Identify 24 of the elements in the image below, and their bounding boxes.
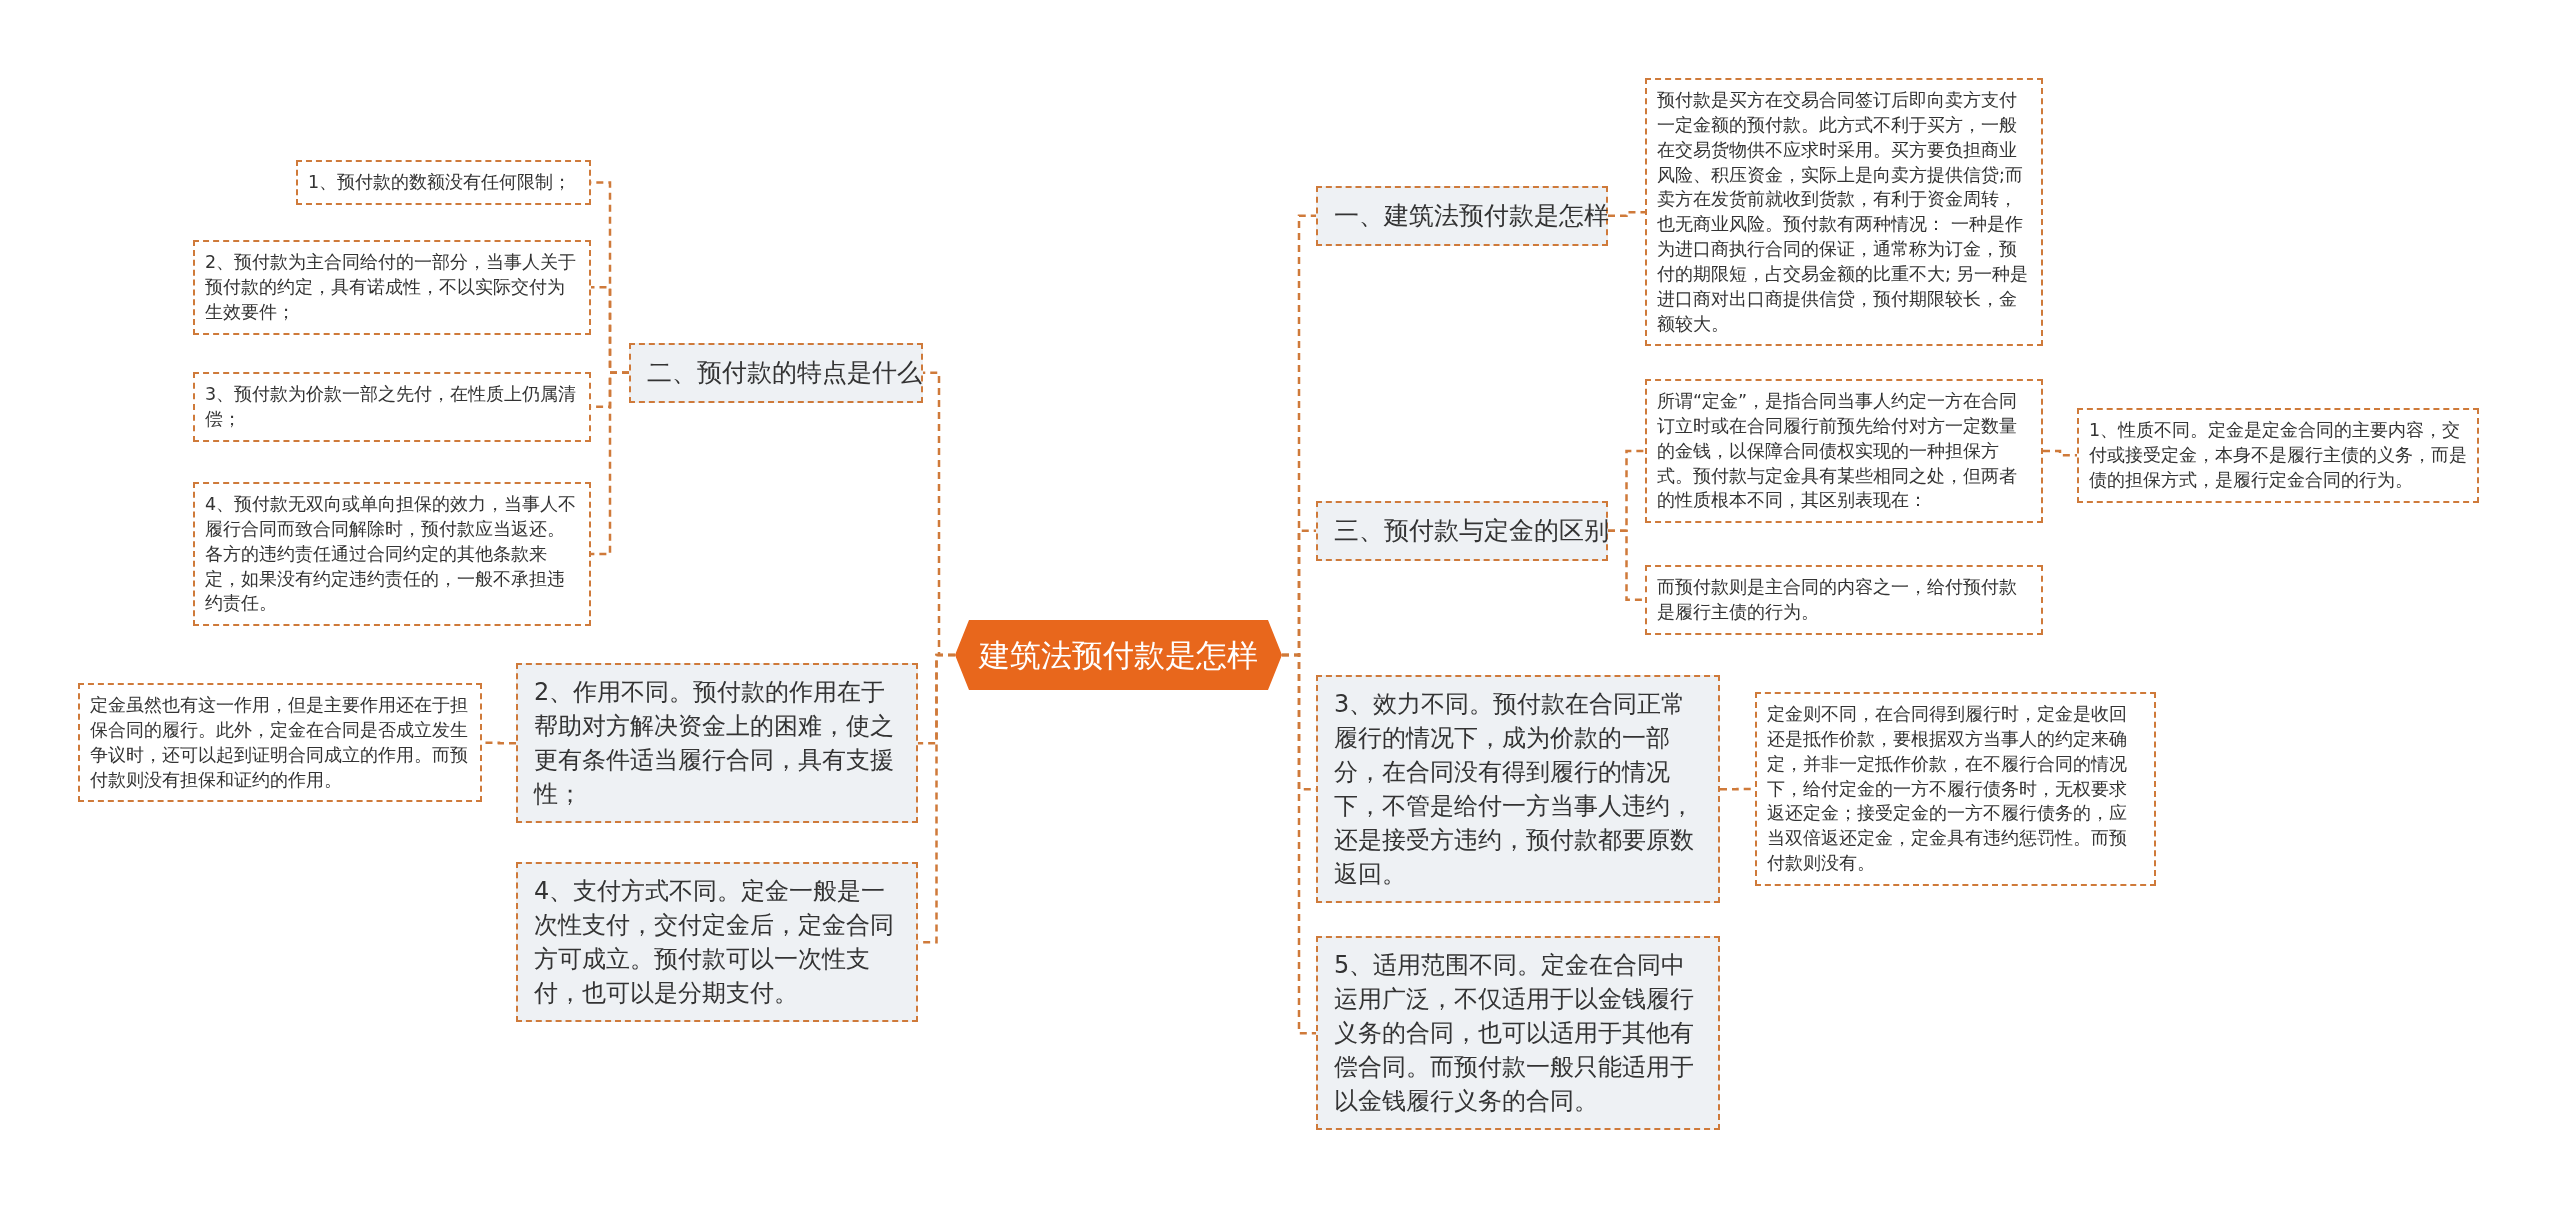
note-box: 而预付款则是主合同的内容之一，给付预付款是履行主债的行为。	[1645, 565, 2043, 635]
topic-box: 3、效力不同。预付款在合同正常履行的情况下，成为价款的一部分，在合同没有得到履行的情况下，不管是给付一方当事人违约，还是接受方违约，预付款都要原数返回。	[1316, 675, 1720, 904]
topic-box: 三、预付款与定金的区别	[1316, 501, 1608, 561]
note-box: 3、预付款为价款一部之先付，在性质上仍属清偿；	[193, 372, 591, 442]
note-box: 2、预付款为主合同给付的一部分，当事人关于预付款的约定，具有诺成性，不以实际交付为生效要件；	[193, 240, 591, 335]
topic-box: 一、建筑法预付款是怎样	[1316, 186, 1608, 246]
central-topic: 建筑法预付款是怎样	[955, 620, 1282, 690]
note-box: 预付款是买方在交易合同签订后即向卖方支付一定金额的预付款。此方式不利于买方，一般在交易货物供不应求时采用。买方要负担商业风险、积压资金，实际上是向卖方提供信贷;而卖方在发货前就收到货款，有利于资金周转，也无商业风险。预付款有两种情况： 一种是作为进口商执行合同的保证，通常称为订金，预付的期限短，占交易金额的比重不大; 另一种是进口商对出口商提供信贷，预付期限较长，金额较大。	[1645, 78, 2043, 347]
note-box: 4、预付款无双向或单向担保的效力，当事人不履行合同而致合同解除时，预付款应当返还。各方的违约责任通过合同约定的其他条款来定，如果没有约定违约责任的，一般不承担违约责任。	[193, 482, 591, 627]
connector-line	[591, 371, 629, 556]
connector-line	[2043, 449, 2077, 457]
note-box: 定金虽然也有这一作用，但是主要作用还在于担保合同的履行。此外，定金在合同是否成立发生争议时，还可以起到证明合同成立的作用。而预付款则没有担保和证约的作用。	[78, 683, 482, 803]
topic-box: 二、预付款的特点是什么	[629, 343, 923, 403]
topic-box: 2、作用不同。预付款的作用在于帮助对方解决资金上的困难，使之更有条件适当履行合同，具有支援性；	[516, 663, 918, 824]
topic-box: 5、适用范围不同。定金在合同中运用广泛，不仅适用于以金钱履行义务的合同，也可以适用于其他有偿合同。而预付款一般只能适用于以金钱履行义务的合同。	[1316, 936, 1720, 1131]
note-box: 1、预付款的数额没有任何限制；	[296, 160, 591, 205]
topic-box: 4、支付方式不同。定金一般是一次性支付，交付定金后，定金合同方可成立。预付款可以一次性支付，也可以是分期支付。	[516, 862, 918, 1023]
connector-line	[1608, 529, 1645, 602]
note-box: 所谓“定金”，是指合同当事人约定一方在合同订立时或在合同履行前预先给付对方一定数量的金钱，以保障合同债权实现的一种担保方式。预付款与定金具有某些相同之处，但两者的性质根本不同，其区别表现在：	[1645, 379, 2043, 524]
note-box: 定金则不同，在合同得到履行时，定金是收回还是抵作价款，要根据双方当事人的约定来确定，并非一定抵作价款，在不履行合同的情况下，给付定金的一方不履行债务时，无权要求返还定金；接受定金的一方不履行债务的，应当双倍返还定金，定金具有违约惩罚性。而预付款则没有。	[1755, 692, 2156, 886]
connector-line	[482, 741, 516, 745]
connector-line	[1608, 210, 1645, 217]
connector-line	[1282, 653, 1316, 1035]
note-box: 1、性质不同。定金是定金合同的主要内容，交付或接受定金，本身不是履行主债的义务，而是债的担保方式，是履行定金合同的行为。	[2077, 408, 2479, 503]
